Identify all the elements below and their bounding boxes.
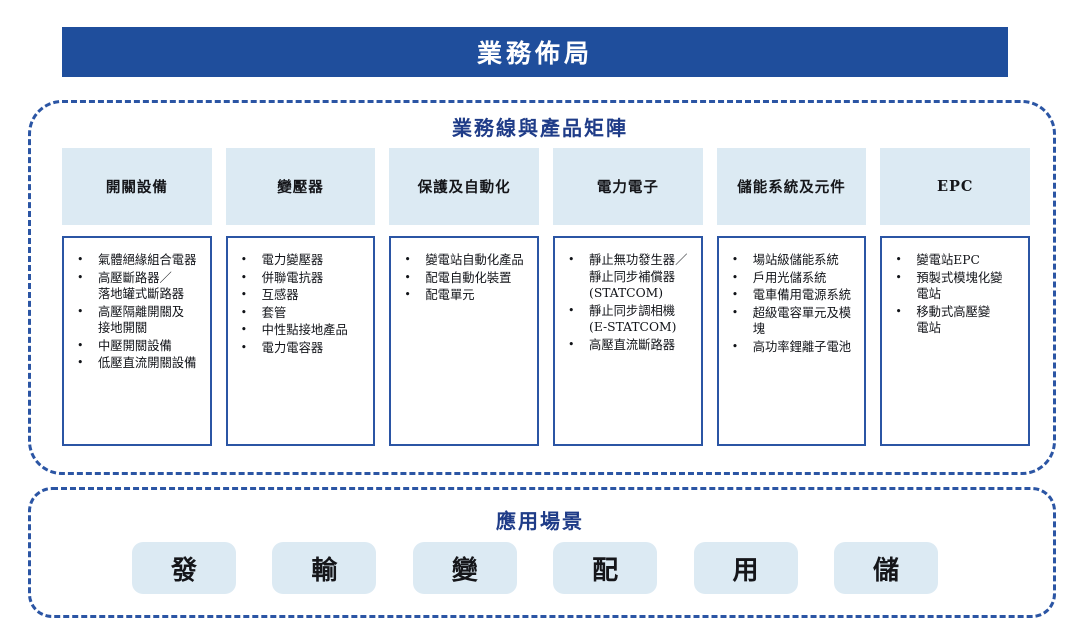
scenario-chip-label: 用 — [732, 555, 759, 586]
scenario-chip-label: 儲 — [872, 555, 899, 586]
list-item: 併聯電抗器 — [232, 269, 369, 286]
product-list: 變電站EPC 預製式模塊化變 電站 移動式高壓變 電站 — [886, 251, 1023, 337]
matrix-column-power-electronics: 電力電子 靜止無功發生器／ 靜止同步補償器 (STATCOM) 靜止同步調相機 … — [553, 148, 703, 446]
column-header-label: EPC — [936, 178, 974, 195]
list-item: 中壓開關設備 — [68, 337, 205, 354]
matrix-column-energy-storage: 儲能系統及元件 場站級儲能系統 戶用光儲系統 電車備用電源系統 超級電容單元及模… — [716, 148, 867, 446]
list-item: 電力電容器 — [232, 339, 369, 356]
application-scenario-title: 應用場景 — [496, 509, 584, 533]
list-item: 中性點接地產品 — [232, 321, 369, 338]
list-item: 高壓隔離開關及 接地開關 — [68, 303, 205, 337]
column-body-power-electronics: 靜止無功發生器／ 靜止同步補償器 (STATCOM) 靜止同步調相機 (E-ST… — [553, 236, 703, 446]
list-item: 高功率鋰離子電池 — [723, 338, 860, 355]
matrix-column-epc: EPC 變電站EPC 預製式模塊化變 電站 移動式高壓變 電站 — [880, 148, 1031, 446]
column-header-switchgear: 開關設備 — [62, 148, 212, 225]
column-header-label: 電力電子 — [596, 179, 659, 196]
column-body-epc: 變電站EPC 預製式模塊化變 電站 移動式高壓變 電站 — [880, 236, 1031, 446]
product-matrix-columns: 開關設備 氣體絕緣組合電器 高壓斷路器／ 落地罐式斷路器 高壓隔離開關及 接地開… — [62, 148, 1031, 446]
application-scenario-chips: 發 輸 變 配 用 儲 — [62, 542, 1008, 594]
list-item: 高壓直流斷路器 — [559, 336, 696, 353]
list-item: 電力變壓器 — [232, 251, 369, 268]
list-item: 配電自動化裝置 — [395, 269, 532, 286]
column-header-label: 變壓器 — [277, 179, 324, 196]
product-list: 氣體絕緣組合電器 高壓斷路器／ 落地罐式斷路器 高壓隔離開關及 接地開關 中壓開… — [68, 251, 205, 371]
column-header-label: 保護及自動化 — [417, 179, 511, 196]
scenario-chip-generation[interactable]: 發 — [132, 542, 236, 594]
list-item: 高壓斷路器／ 落地罐式斷路器 — [68, 269, 205, 303]
column-header-protection-automation: 保護及自動化 — [389, 148, 540, 225]
list-item: 配電單元 — [395, 286, 532, 303]
scenario-chip-storage[interactable]: 儲 — [833, 542, 938, 594]
matrix-column-protection-automation: 保護及自動化 變電站自動化產品 配電自動化裝置 配電單元 — [389, 148, 540, 446]
list-item: 靜止同步調相機 (E-STATCOM) — [559, 302, 696, 336]
page-title: 業務佈局 — [476, 39, 593, 68]
list-item: 變電站自動化產品 — [395, 251, 532, 268]
list-item: 氣體絕緣組合電器 — [68, 251, 205, 268]
list-item: 預製式模塊化變 電站 — [886, 269, 1023, 303]
scenario-chip-label: 發 — [170, 555, 197, 586]
list-item: 電車備用電源系統 — [723, 286, 860, 303]
matrix-column-switchgear: 開關設備 氣體絕緣組合電器 高壓斷路器／ 落地罐式斷路器 高壓隔離開關及 接地開… — [62, 148, 212, 446]
product-list: 變電站自動化產品 配電自動化裝置 配電單元 — [395, 251, 532, 303]
product-matrix-title: 業務線與產品矩陣 — [452, 116, 628, 140]
list-item: 超級電容單元及模塊 — [723, 304, 860, 338]
column-header-label: 開關設備 — [105, 179, 168, 196]
scenario-chip-consumption[interactable]: 用 — [693, 542, 798, 594]
list-item: 套管 — [232, 304, 369, 321]
column-body-energy-storage: 場站級儲能系統 戶用光儲系統 電車備用電源系統 超級電容單元及模塊 高功率鋰離子… — [716, 236, 867, 446]
column-header-epc: EPC — [880, 148, 1031, 225]
scenario-chip-label: 配 — [592, 555, 619, 586]
column-header-energy-storage: 儲能系統及元件 — [716, 148, 867, 225]
column-body-transformer: 電力變壓器 併聯電抗器 互感器 套管 中性點接地產品 電力電容器 — [225, 236, 376, 446]
scenario-chip-distribution[interactable]: 配 — [553, 542, 658, 594]
column-header-transformer: 變壓器 — [225, 148, 376, 225]
product-list: 靜止無功發生器／ 靜止同步補償器 (STATCOM) 靜止同步調相機 (E-ST… — [559, 251, 696, 353]
list-item: 變電站EPC — [886, 251, 1023, 268]
scenario-chip-label: 變 — [451, 555, 478, 586]
column-header-label: 儲能系統及元件 — [737, 179, 846, 196]
page-banner: 業務佈局 — [62, 27, 1008, 77]
list-item: 移動式高壓變 電站 — [886, 303, 1023, 337]
matrix-column-transformer: 變壓器 電力變壓器 併聯電抗器 互感器 套管 中性點接地產品 電力電容器 — [225, 148, 376, 446]
list-item: 低壓直流開關設備 — [68, 354, 205, 371]
product-list: 場站級儲能系統 戶用光儲系統 電車備用電源系統 超級電容單元及模塊 高功率鋰離子… — [723, 251, 860, 355]
column-header-power-electronics: 電力電子 — [553, 148, 703, 225]
application-scenario-container — [28, 487, 1056, 618]
product-list: 電力變壓器 併聯電抗器 互感器 套管 中性點接地產品 電力電容器 — [232, 251, 369, 356]
column-body-switchgear: 氣體絕緣組合電器 高壓斷路器／ 落地罐式斷路器 高壓隔離開關及 接地開關 中壓開… — [62, 236, 212, 446]
scenario-chip-transformation[interactable]: 變 — [412, 542, 517, 594]
product-matrix-container — [28, 100, 1056, 475]
list-item: 戶用光儲系統 — [723, 269, 860, 286]
list-item: 互感器 — [232, 286, 369, 303]
scenario-chip-label: 輸 — [311, 555, 338, 586]
list-item: 場站級儲能系統 — [723, 251, 860, 268]
column-body-protection-automation: 變電站自動化產品 配電自動化裝置 配電單元 — [389, 236, 540, 446]
scenario-chip-transmission[interactable]: 輸 — [272, 542, 377, 594]
list-item: 靜止無功發生器／ 靜止同步補償器 (STATCOM) — [559, 251, 696, 302]
